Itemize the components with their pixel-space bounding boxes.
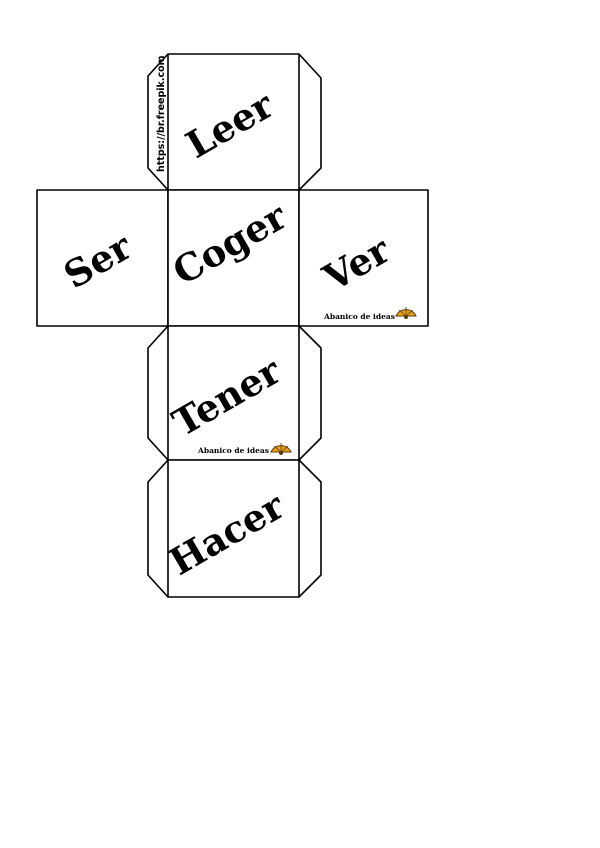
fan-logo-icon	[270, 443, 292, 455]
fan-logo-icon	[395, 307, 417, 319]
credit-url: https://br.freepik.com	[156, 55, 167, 172]
right-face-outline	[298, 189, 429, 327]
left-face-outline	[36, 189, 169, 327]
brand-label-right: Abanico de ideas	[323, 312, 395, 321]
brand-label-below: Abanico de ideas	[197, 446, 269, 455]
